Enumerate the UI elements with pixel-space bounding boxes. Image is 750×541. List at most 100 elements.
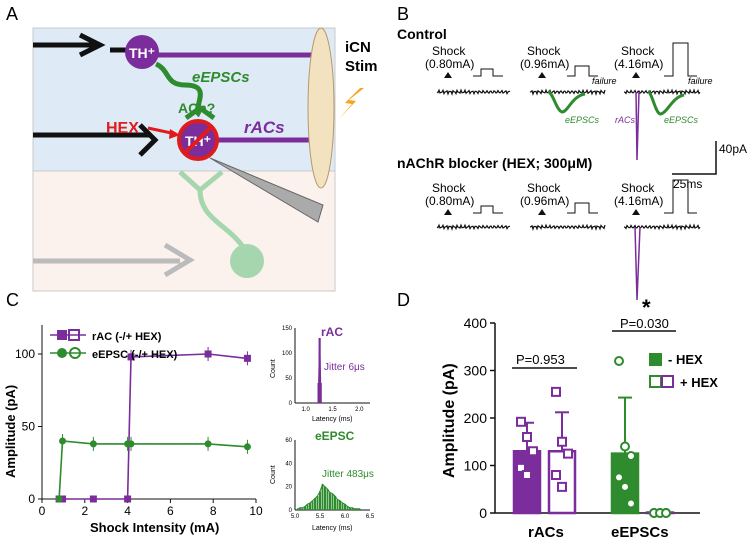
- hist-bar: [304, 506, 306, 510]
- d-bar: [512, 450, 542, 515]
- c-main-point: [243, 354, 251, 362]
- hist-bar: [309, 503, 311, 510]
- c-main-xlabel: Shock Intensity (mA): [90, 520, 219, 535]
- c-main-point: [59, 437, 67, 445]
- c-main-ytick-label: 100: [15, 347, 35, 361]
- d-datapoint: [522, 470, 532, 480]
- legend-eepsc-text: eEPSC (-/+ HEX): [92, 349, 178, 361]
- hist-bar: [316, 496, 319, 510]
- upper-afferent-fiber: [33, 32, 106, 58]
- stimulation-cylinder: [307, 27, 335, 189]
- hist-bar: [359, 508, 361, 510]
- legend-rac-text: rAC (-/+ HEX): [92, 331, 162, 343]
- hist-bar: [341, 503, 344, 510]
- hist-bar: [319, 383, 322, 403]
- c-main-ylabel: Amplitude (pA): [3, 385, 18, 478]
- hist-bar: [356, 508, 359, 510]
- d-pvalue-eepscs: P=0.030: [620, 316, 669, 331]
- hist-bar: [296, 508, 299, 510]
- blocker-title: nAChR blocker (HEX; 300μM): [397, 155, 592, 171]
- c-main-point: [204, 440, 212, 448]
- d-legend-plus-hex: + HEX: [680, 375, 718, 390]
- hist-bar: [351, 507, 354, 510]
- control-trace-1: [436, 88, 511, 96]
- d-datapoint: [620, 441, 630, 452]
- hist-xtick-label: 1.0: [302, 407, 311, 413]
- rac-hist-ylabel: Count: [270, 359, 277, 378]
- hist-bar: [311, 500, 314, 510]
- control-eepsc-2: [547, 90, 586, 114]
- d-datapoint: [516, 462, 526, 473]
- c-main-point: [127, 353, 135, 361]
- blocker-shock-1-word: Shock: [432, 181, 466, 195]
- failure-label-2: failure: [688, 76, 713, 86]
- blocker-rac-spike: [634, 226, 641, 301]
- failure-label-1: failure: [592, 76, 617, 86]
- hist-xtick-label: 6.0: [341, 514, 350, 520]
- c-main-point: [127, 440, 135, 448]
- hist-ytick-label: 50: [285, 376, 292, 382]
- schematic-beige-region: [32, 170, 336, 292]
- hist-ytick-label: 40: [285, 461, 292, 467]
- eepscs-trace-label-2: eEPSCs: [664, 115, 699, 125]
- stim-label-line2: Stim: [345, 58, 378, 75]
- c-main-point: [204, 350, 212, 358]
- panel-c-eepsc-histogram: eEPSC Jitter 483μs Count Latency (ms) 5.…: [270, 429, 375, 532]
- d-datapoint: [528, 446, 538, 457]
- block-slash: [182, 124, 214, 156]
- eepscs-label: eEPSCs: [192, 69, 250, 86]
- d-ytick-label: 100: [464, 458, 488, 474]
- hist-bar: [321, 484, 324, 510]
- lower-afferent-fiber: [33, 123, 159, 157]
- control-shock-2-word: Shock: [527, 44, 561, 58]
- panel-label-c: C: [6, 290, 19, 310]
- panel-d-bar-chart: Amplitude (pA) rACs eEPSCs 0100200300400…: [441, 295, 718, 541]
- d-datapoint: [557, 436, 567, 447]
- rac-hist-title: rAC: [321, 325, 343, 339]
- hist-bar: [318, 338, 321, 403]
- hist-fit-line: [318, 337, 322, 384]
- hist-bar: [354, 508, 356, 510]
- hist-bar: [329, 492, 331, 510]
- d-category-racs: rACs: [528, 524, 564, 541]
- d-ytick-label: 200: [464, 410, 488, 426]
- control-shock-3-word: Shock: [621, 44, 655, 58]
- d-datapoint: [614, 356, 624, 366]
- rac-hist-jitter: Jitter 6μs: [324, 362, 365, 373]
- c-main-series-dashed: [58, 440, 248, 500]
- hist-bar: [326, 489, 329, 510]
- recording-pipette: [209, 157, 324, 223]
- hist-bar: [317, 383, 320, 403]
- d-datapoint: [661, 508, 671, 518]
- hist-bar: [339, 500, 341, 510]
- d-ytick-label: 0: [479, 505, 487, 521]
- scale-bar-y: 40pA: [719, 142, 747, 156]
- d-datapoint: [557, 481, 567, 492]
- blocker-shock-2-word: Shock: [527, 181, 561, 195]
- c-main-xtick-label: 2: [81, 504, 88, 518]
- d-datapoint: [620, 481, 630, 492]
- d-datapoint: [516, 416, 526, 427]
- hist-xtick-label: 1.5: [328, 407, 337, 413]
- panel-label-b: B: [397, 4, 409, 24]
- hist-xtick-label: 2.0: [355, 407, 364, 413]
- blocker-shock-1-value: (0.80mA): [425, 194, 474, 208]
- traces-panel-b: Control nAChR blocker (HEX; 300μM) Shock…: [397, 26, 747, 301]
- hex-label: HEX: [106, 120, 139, 137]
- d-legend-minus-hex: - HEX: [668, 352, 703, 367]
- blocker-shock-2-value: (0.96mA): [520, 194, 569, 208]
- eepsc-hist-xlabel: Latency (ms): [312, 525, 352, 532]
- hist-xtick-label: 6.5: [366, 514, 375, 520]
- blocker-shock-3-value: (4.16mA): [614, 194, 663, 208]
- hist-ytick-label: 0: [289, 508, 293, 514]
- c-main-point: [89, 440, 97, 448]
- c-main-ytick-label: 0: [28, 492, 35, 506]
- c-main-xtick-label: 8: [210, 504, 217, 518]
- c-main-point: [243, 443, 251, 451]
- control-arrowhead-3: [632, 72, 640, 78]
- eepscs-trace-label-1: eEPSCs: [565, 115, 600, 125]
- hist-bar: [334, 496, 336, 510]
- hist-bar: [336, 499, 339, 510]
- d-pvalue-racs: P=0.953: [516, 352, 565, 367]
- racs-label: rACs: [244, 118, 285, 137]
